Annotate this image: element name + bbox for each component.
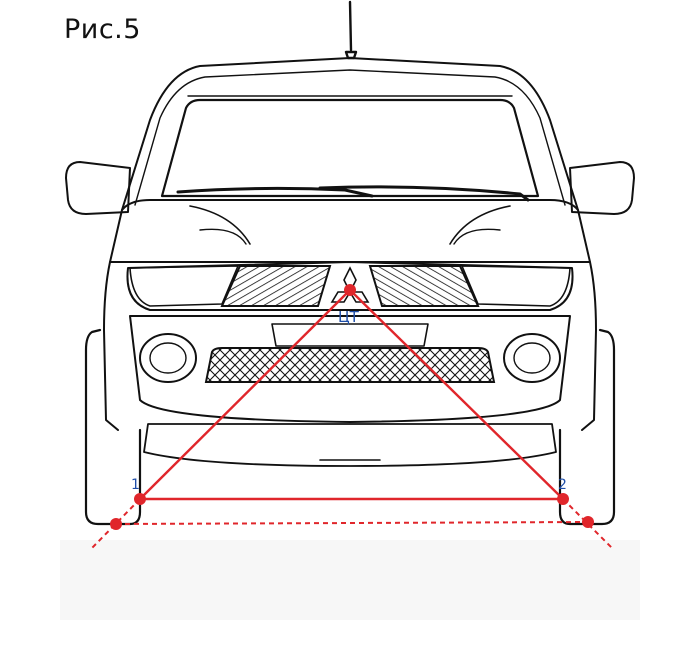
- figure-caption: Рис.5: [64, 14, 141, 45]
- label-center: ЦТ: [338, 308, 360, 326]
- line-center-to-1: [139, 289, 351, 500]
- cab-outline: [121, 57, 579, 211]
- grille-left: [220, 265, 332, 307]
- dashed-ground-line: [115, 521, 589, 525]
- grille-right: [368, 265, 480, 307]
- mirror-right: [569, 161, 635, 215]
- label-1: 1: [131, 477, 140, 493]
- label-2: 2: [558, 477, 567, 493]
- fog-light-right: [503, 333, 561, 383]
- lower-grille: [204, 347, 496, 383]
- point-ground-left: [110, 518, 122, 530]
- windshield: [160, 98, 540, 198]
- wipers: [176, 185, 530, 202]
- mirror-left: [65, 161, 131, 215]
- hood: [109, 199, 591, 263]
- headlight-band: [126, 261, 574, 311]
- center-of-gravity-construction: ЦТ 1 2: [91, 284, 613, 549]
- dashed-extension-left: [91, 498, 141, 549]
- point-1: [134, 493, 146, 505]
- wheel-right: [558, 328, 616, 526]
- fog-light-left: [139, 333, 197, 383]
- car-outline: [65, 0, 635, 526]
- ground-shadow: [60, 540, 640, 620]
- point-center: [344, 284, 356, 296]
- antenna: [344, 0, 358, 60]
- point-2: [557, 493, 569, 505]
- front-bumper: [129, 315, 571, 423]
- wheel-left: [84, 328, 142, 526]
- dashed-extension-right: [562, 498, 613, 549]
- point-ground-right: [582, 516, 594, 528]
- line-center-to-2: [349, 289, 564, 500]
- body-side-left: [103, 261, 119, 431]
- body-side-right: [581, 261, 597, 431]
